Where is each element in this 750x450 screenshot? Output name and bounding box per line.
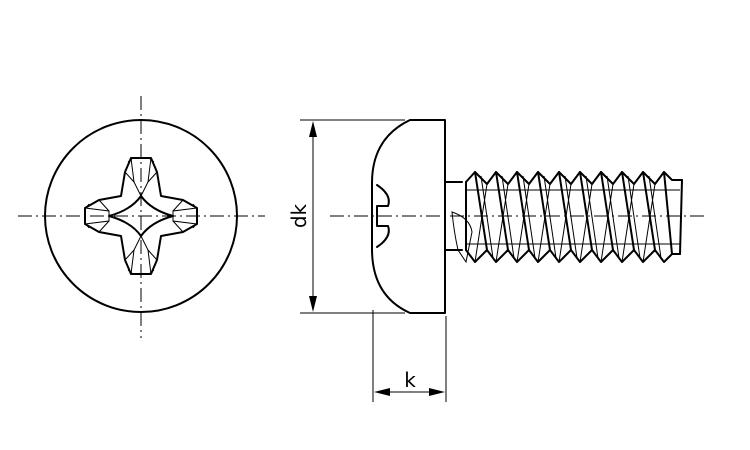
pan-head-outline [371,119,446,314]
head-top-view [18,96,265,338]
dk-label: dk [287,203,311,228]
thread-runout [451,211,473,264]
screw-side-view [330,119,708,314]
dk-arrow-top [309,121,317,137]
k-label: k [404,368,416,392]
k-arrow-right [429,388,445,396]
thread-end-chamfer [679,179,683,255]
dk-arrow-bottom [309,296,317,312]
dimension-k: k [372,310,447,402]
k-arrow-left [374,388,390,396]
thread-bottom-crest [465,249,681,263]
dimension-dk: dk [287,119,405,314]
cross-recess-facets [84,157,198,275]
head-recess-profile [376,184,390,248]
thread-flank-lines [474,171,673,263]
head-outline-circle [44,119,238,313]
